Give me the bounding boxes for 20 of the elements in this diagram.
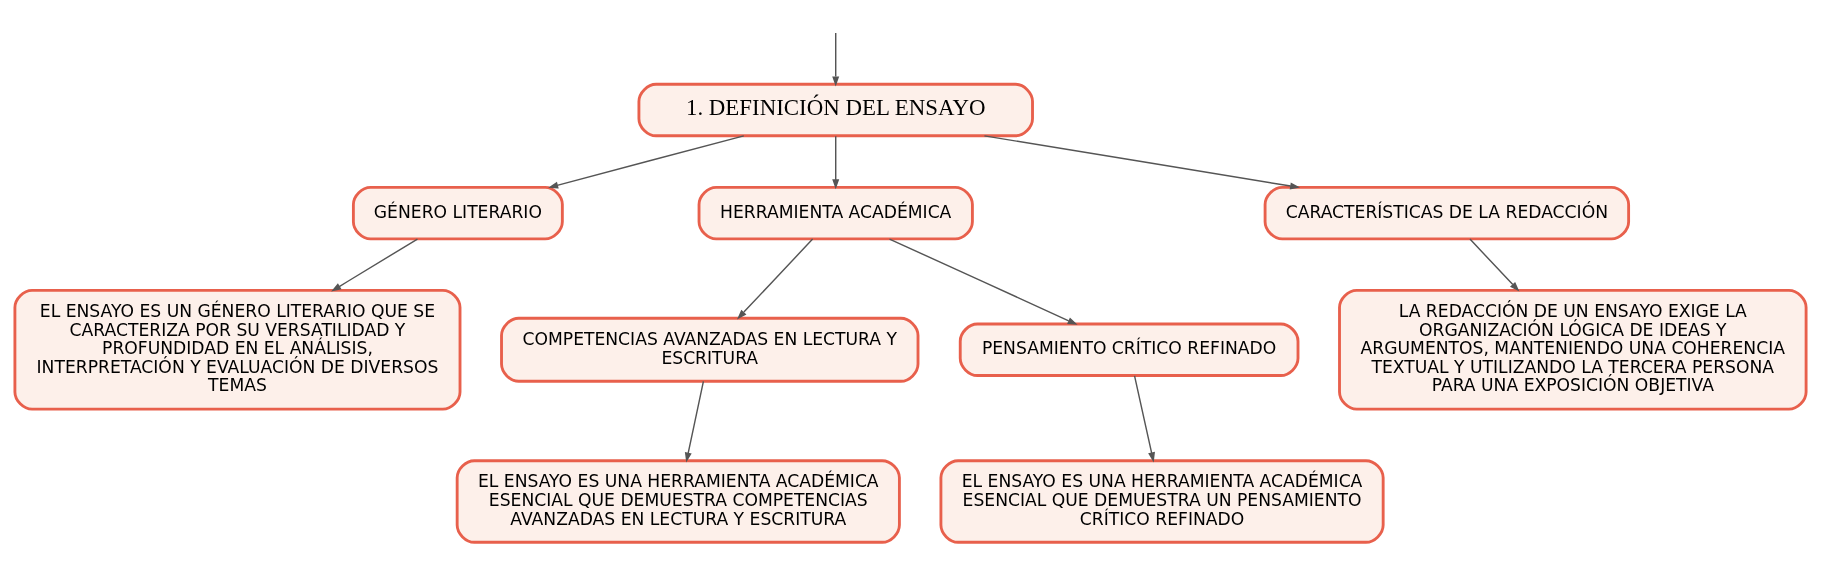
node-box: COMPETENCIAS AVANZADAS EN LECTURA Y ESCRITURA — [500, 316, 920, 383]
node-box: EL ENSAYO ES UNA HERRAMIENTA ACADÉMICA ESENCIAL QUE DEMUESTRA UN PENSAMIENTO CRÍTICO REFINADO — [939, 459, 1385, 544]
arrow — [548, 135, 745, 189]
arrow — [983, 135, 1301, 190]
arrow — [737, 238, 814, 320]
node-box: LA REDACCIÓN DE UN ENSAYO EXIGE LA ORGANIZACIÓN LÓGICA DE IDEAS Y ARGUMENTOS, MANTENIENDO UNA COHERENCIA TEXTUAL Y UTILIZANDO LA TERCERA PERSONA PARA UNA EXPOSICIÓN OBJETIVA — [1338, 288, 1808, 411]
node-box: 1. DEFINICIÓN DEL ENSAYO — [637, 82, 1034, 138]
arrow — [1133, 375, 1155, 463]
node-box: EL ENSAYO ES UNA HERRAMIENTA ACADÉMICA ESENCIAL QUE DEMUESTRA COMPETENCIAS AVANZADAS EN LECTURA Y ESCRITURA — [455, 459, 901, 544]
arrow — [1469, 238, 1520, 292]
arrow — [331, 238, 419, 292]
arrow — [684, 380, 705, 463]
arrow — [832, 135, 840, 190]
node-box: HERRAMIENTA ACADÉMICA — [697, 185, 974, 241]
arrow — [832, 32, 840, 87]
arrow — [888, 238, 1078, 325]
node-box: CARACTERÍSTICAS DE LA REDACCIÓN — [1263, 185, 1631, 241]
node-box: PENSAMIENTO CRÍTICO REFINADO — [958, 322, 1300, 377]
node-box: GÉNERO LITERARIO — [351, 185, 564, 241]
node-box: EL ENSAYO ES UN GÉNERO LITERARIO QUE SE CARACTERIZA POR SU VERSATILIDAD Y PROFUNDIDAD EN EL ANÁLISIS, INTERPRETACIÓN Y EVALUACIÓN DE DIVERSOS TEMAS — [13, 288, 462, 411]
